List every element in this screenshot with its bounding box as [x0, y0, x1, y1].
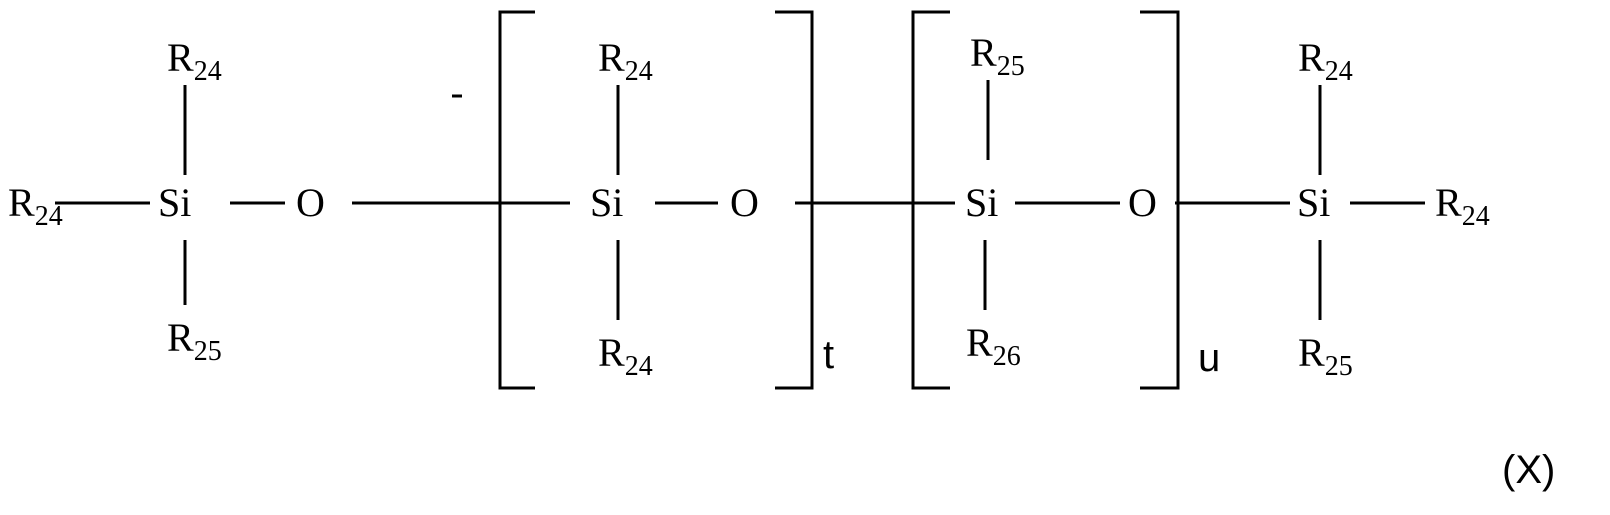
substituent-r25-bottom-4: R25	[1298, 333, 1353, 387]
repeat-subscript-u: u	[1198, 338, 1220, 378]
formula-label: (X)	[1502, 450, 1555, 490]
bracket-t-left	[500, 12, 535, 388]
oxygen-atom-3: O	[1128, 183, 1157, 223]
bracket-t-right	[775, 12, 812, 388]
silicon-atom-4: Si	[1297, 183, 1330, 223]
oxygen-atom-2: O	[730, 183, 759, 223]
substituent-r24-left: R24	[8, 183, 63, 237]
substituent-r24-bottom-2: R24	[598, 333, 653, 387]
repeat-subscript-t: t	[823, 335, 834, 375]
substituent-r24-top-1: R24	[167, 38, 222, 92]
bracket-u-left	[913, 12, 950, 388]
substituent-r24-top-4: R24	[1298, 38, 1353, 92]
oxygen-atom-1: O	[296, 183, 325, 223]
substituent-r25-top-3: R25	[970, 33, 1025, 87]
silicon-atom-3: Si	[965, 183, 998, 223]
substituent-r26-bottom-3: R26	[966, 323, 1021, 377]
substituent-r24-top-2: R24	[598, 38, 653, 92]
silicon-atom-2: Si	[590, 183, 623, 223]
substituent-r25-bottom-1: R25	[167, 318, 222, 372]
substituent-r24-right: R24	[1435, 183, 1490, 237]
silicon-atom-1: Si	[158, 183, 191, 223]
